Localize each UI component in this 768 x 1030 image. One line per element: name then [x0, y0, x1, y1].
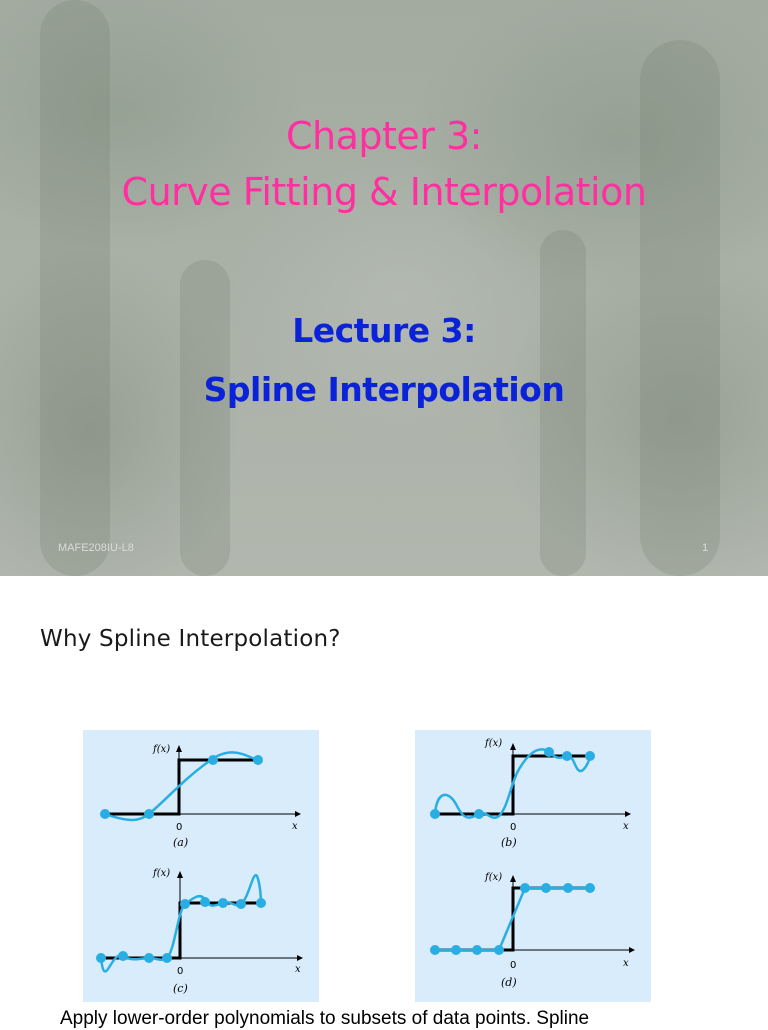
data-point: [544, 747, 554, 757]
slide-number: 1: [702, 542, 709, 554]
interpolating-curve: [435, 886, 590, 952]
title-slide: Chapter 3: Curve Fitting & Interpolation…: [0, 0, 768, 576]
figure-right-panel: f(x) x 0 (b) f(x): [415, 730, 651, 1002]
data-point: [208, 755, 218, 765]
data-point: [100, 809, 110, 819]
data-point: [256, 898, 266, 908]
origin-label: 0: [510, 960, 516, 971]
data-point: [253, 755, 263, 765]
plot-a: f(x) x 0 (a): [100, 744, 301, 849]
interpolating-curve: [433, 748, 592, 819]
data-point: [563, 883, 573, 893]
footer-course-code: MAFE208IU-L8: [58, 542, 134, 554]
data-point: [562, 751, 572, 761]
lecture-title: Spline Interpolation: [203, 370, 565, 409]
background-texture: [640, 40, 720, 576]
y-axis-label: f(x): [152, 744, 170, 755]
data-point: [200, 897, 210, 907]
data-point: [430, 809, 440, 819]
x-axis-label: x: [623, 821, 629, 832]
slide-body-text: Apply lower-order polynomials to subsets…: [60, 1008, 590, 1029]
x-axis-label: x: [295, 964, 301, 975]
lecture-number: Lecture 3:: [292, 311, 476, 350]
plot-d: f(x) x 0 (d): [430, 872, 635, 989]
background-texture: [40, 0, 110, 576]
data-point: [144, 953, 154, 963]
chapter-subtitle: Curve Fitting & Interpolation: [121, 170, 647, 214]
data-point: [96, 953, 106, 963]
plot-b: f(x) x 0 (b): [430, 738, 631, 849]
data-point: [118, 951, 128, 961]
data-point: [451, 945, 461, 955]
content-slide: Why Spline Interpolation? f(x) x 0 (a): [0, 576, 768, 1029]
background-texture: [180, 260, 230, 576]
y-axis-label: f(x): [484, 738, 502, 749]
chapter-title: Chapter 3:: [286, 114, 482, 158]
data-point: [472, 945, 482, 955]
background-texture: [540, 230, 586, 576]
origin-label: 0: [177, 966, 183, 977]
origin-label: 0: [176, 822, 182, 833]
data-point: [218, 898, 228, 908]
x-axis-label: x: [292, 821, 298, 832]
data-point: [236, 899, 246, 909]
x-axis-label: x: [623, 958, 629, 969]
slide-heading: Why Spline Interpolation?: [40, 626, 341, 652]
data-point: [474, 809, 484, 819]
origin-label: 0: [510, 822, 516, 833]
data-point: [180, 899, 190, 909]
data-point: [585, 751, 595, 761]
data-point: [430, 945, 440, 955]
y-axis-label: f(x): [152, 868, 170, 879]
data-point: [494, 945, 504, 955]
panel-tag: (b): [501, 836, 517, 849]
data-point: [541, 883, 551, 893]
data-point: [144, 809, 154, 819]
plot-c: f(x) x 0 (c): [96, 868, 303, 995]
panel-tag: (a): [173, 836, 188, 849]
figure-background: [415, 730, 651, 1002]
panel-tag: (c): [173, 982, 188, 995]
panel-tag: (d): [501, 976, 517, 989]
figure-left-panel: f(x) x 0 (a): [83, 730, 319, 1002]
data-point: [162, 953, 172, 963]
interpolating-curve: [99, 873, 263, 973]
data-point: [520, 883, 530, 893]
interpolating-curve: [104, 751, 259, 822]
y-axis-label: f(x): [484, 872, 502, 883]
data-point: [585, 883, 595, 893]
figure-background: [83, 730, 319, 1002]
